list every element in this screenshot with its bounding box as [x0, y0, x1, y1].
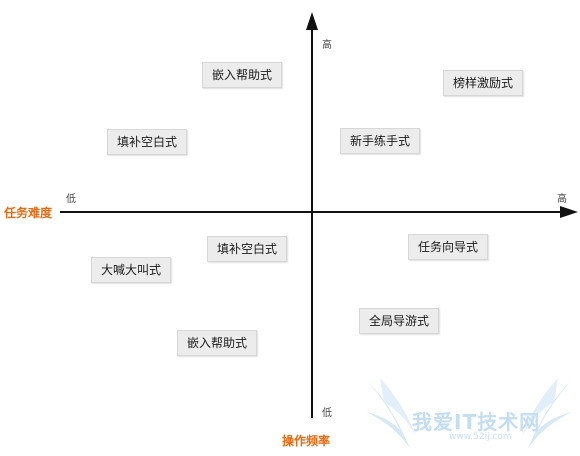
x-axis-low-label: 低 [66, 194, 76, 205]
bottom-right-item-1: 任务向导式 [408, 234, 489, 260]
wings-icon [366, 378, 572, 448]
y-axis-low-label: 低 [322, 408, 332, 419]
top-left-item-2: 填补空白式 [107, 129, 188, 155]
y-axis-high-label: 高 [322, 40, 332, 51]
y-axis-title: 操作频率 [282, 434, 331, 448]
top-right-item-2: 新手练手式 [340, 128, 421, 154]
bottom-left-item-3: 嵌入帮助式 [177, 330, 258, 356]
x-axis-high-label: 高 [557, 194, 567, 205]
x-axis-title: 任务难度 [4, 206, 53, 220]
bottom-right-item-2: 全局导游式 [359, 308, 440, 334]
y-axis-arrow-icon [306, 12, 318, 30]
watermark-text: 我爱IT技术网 [412, 410, 541, 434]
watermark-url: www.52ij.com [449, 432, 512, 442]
x-axis-arrow-icon [560, 206, 578, 218]
bottom-left-item-2: 大喊大叫式 [91, 257, 172, 283]
top-left-item-1: 嵌入帮助式 [202, 62, 283, 88]
bottom-left-item-1: 填补空白式 [207, 236, 288, 262]
top-right-item-1: 榜样激励式 [443, 70, 524, 96]
